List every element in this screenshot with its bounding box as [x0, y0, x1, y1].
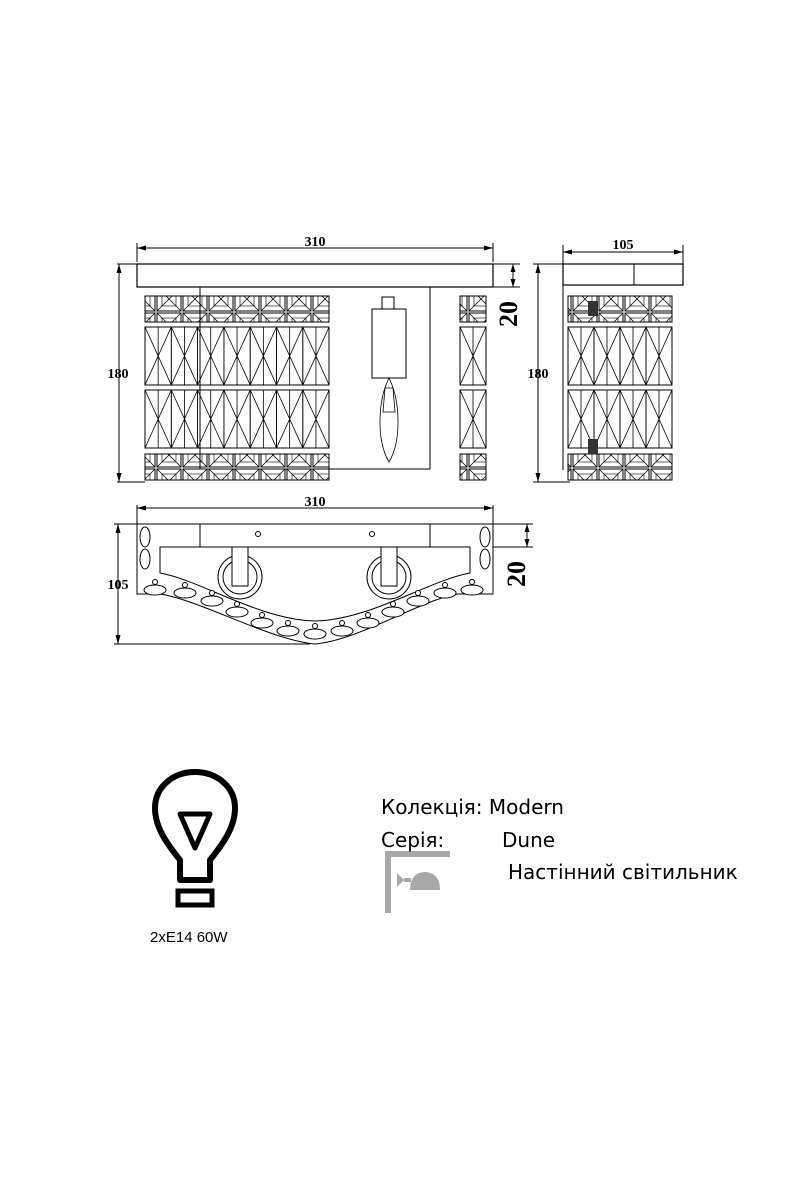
- crystal-prism: [459, 389, 487, 449]
- top-plate-label: 20: [502, 561, 531, 587]
- crystal-hook: [285, 620, 291, 626]
- front-view: 310 180 20: [108, 235, 523, 483]
- top-plate-dimension: 20: [493, 523, 533, 587]
- crystal-hook: [339, 620, 345, 626]
- side-view: 105 180: [528, 238, 684, 483]
- crystal-prism: [223, 389, 251, 449]
- front-crystal-array-left: [144, 295, 330, 481]
- top-depth-dimension: 105: [108, 523, 310, 645]
- crystal-prism: [197, 389, 225, 449]
- crystal-prism: [276, 389, 304, 449]
- front-candle-lamp: [371, 296, 407, 463]
- top-crystal-drops: [139, 526, 491, 640]
- crystal-prism: [144, 326, 172, 386]
- front-plate-dimension: 20: [493, 263, 523, 327]
- crystal-hook: [234, 601, 240, 607]
- crystal-prism: [170, 326, 198, 386]
- side-width-label: 105: [613, 238, 634, 253]
- crystal-prism: [645, 326, 673, 386]
- crystal-hook: [442, 582, 448, 588]
- crystal-hook: [390, 601, 396, 607]
- crystal-hook: [152, 579, 158, 585]
- collection-value: Modern: [488, 795, 564, 819]
- crystal-prism: [302, 326, 330, 386]
- crystal-prism: [302, 389, 330, 449]
- bulb-spec: 2xE14 60W: [150, 929, 228, 946]
- crystal-hook: [259, 612, 265, 618]
- crystal-drop: [479, 526, 491, 548]
- front-width-label: 310: [305, 235, 326, 250]
- front-height-label: 180: [108, 367, 129, 382]
- top-width-label: 310: [305, 495, 326, 510]
- crystal-prism: [619, 389, 647, 449]
- crystal-hook: [415, 590, 421, 596]
- crystal-prism: [619, 326, 647, 386]
- crystal-hook: [182, 582, 188, 588]
- crystal-hook: [365, 612, 371, 618]
- side-wall-plate: [562, 263, 684, 286]
- crystal-prism: [223, 326, 251, 386]
- crystal-prism: [276, 326, 304, 386]
- front-crystal-column-right: [459, 295, 487, 481]
- collection-row: Колекція: Modern: [381, 795, 564, 819]
- crystal-prism: [567, 389, 595, 449]
- side-width-dimension: 105: [562, 238, 684, 264]
- crystal-prism: [144, 389, 172, 449]
- crystal-prism: [593, 389, 621, 449]
- front-width-dimension: 310: [136, 235, 494, 262]
- crystal-prism: [645, 389, 673, 449]
- crystal-prism: [567, 326, 595, 386]
- top-arm-plate: [159, 546, 471, 622]
- crystal-hook: [209, 590, 215, 596]
- crystal-drop: [139, 548, 151, 570]
- front-plate-label: 20: [494, 301, 523, 327]
- crystal-hook: [469, 579, 475, 585]
- product-type: Настінний світильник: [508, 860, 738, 884]
- crystal-prism: [170, 389, 198, 449]
- crystal-prism: [593, 326, 621, 386]
- crystal-prism: [249, 389, 277, 449]
- series-label: Серія:: [381, 828, 445, 852]
- crystal-drop: [479, 548, 491, 570]
- crystal-prism: [459, 326, 487, 386]
- crystal-drop: [139, 526, 151, 548]
- crystal-prism: [249, 326, 277, 386]
- top-outline: [136, 523, 494, 645]
- side-height-label: 180: [528, 367, 549, 382]
- side-crystal-array: [567, 295, 673, 481]
- side-height-dimension: 180: [528, 263, 570, 483]
- series-value: Dune: [502, 828, 556, 852]
- top-view: 310 105 20: [108, 495, 533, 645]
- top-depth-label: 105: [108, 578, 129, 593]
- top-width-dimension: 310: [136, 495, 494, 524]
- crystal-hook: [312, 623, 318, 629]
- crystal-prism: [197, 326, 225, 386]
- collection-label: Колекція:: [381, 795, 483, 819]
- front-height-dimension: 180: [108, 263, 145, 483]
